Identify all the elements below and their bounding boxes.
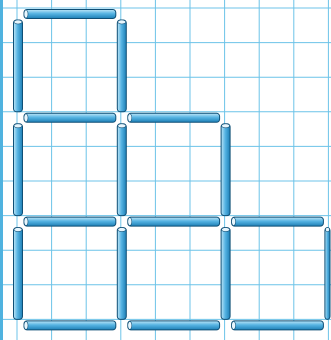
matchstick-vertical	[117, 20, 126, 112]
matchstick-end-cap	[232, 218, 236, 226]
matchstick-end-cap	[118, 20, 126, 24]
matchstick-horizontal	[232, 217, 324, 226]
matchstick-vertical	[14, 228, 23, 320]
matchstick-end-cap	[24, 218, 28, 226]
grid-left-border	[0, 0, 3, 340]
matchstick-end-cap	[24, 321, 28, 329]
matchstick-vertical	[325, 228, 330, 320]
matchstick-end-cap	[24, 114, 28, 122]
matchstick-vertical	[221, 228, 230, 320]
matchstick-end-cap	[14, 20, 22, 24]
matchstick-vertical	[117, 228, 126, 320]
matchstick-end-cap	[128, 218, 132, 226]
matchstick-end-cap	[232, 321, 236, 329]
matchstick-end-cap	[118, 124, 126, 128]
matchstick-vertical	[14, 124, 23, 216]
matchstick-end-cap	[118, 228, 126, 232]
matchstick-horizontal	[24, 113, 116, 122]
matchstick-vertical	[14, 20, 23, 112]
matchstick-end-cap	[222, 228, 230, 232]
matchstick-end-cap	[14, 228, 22, 232]
matchstick-horizontal	[128, 321, 220, 330]
matchstick-end-cap	[128, 321, 132, 329]
matchstick-horizontal	[24, 10, 116, 19]
matchstick-horizontal	[24, 217, 116, 226]
matchstick-vertical	[221, 124, 230, 216]
matchstick-end-cap	[24, 10, 28, 18]
matchstick-vertical	[117, 124, 126, 216]
matchstick-horizontal	[128, 113, 220, 122]
matchstick-horizontal	[232, 321, 324, 330]
matchstick-end-cap	[128, 114, 132, 122]
matchstick-end-cap	[326, 228, 330, 232]
matchstick-horizontal	[24, 321, 116, 330]
matchstick-end-cap	[222, 124, 230, 128]
matchstick-horizontal	[128, 217, 220, 226]
matchstick-end-cap	[14, 124, 22, 128]
